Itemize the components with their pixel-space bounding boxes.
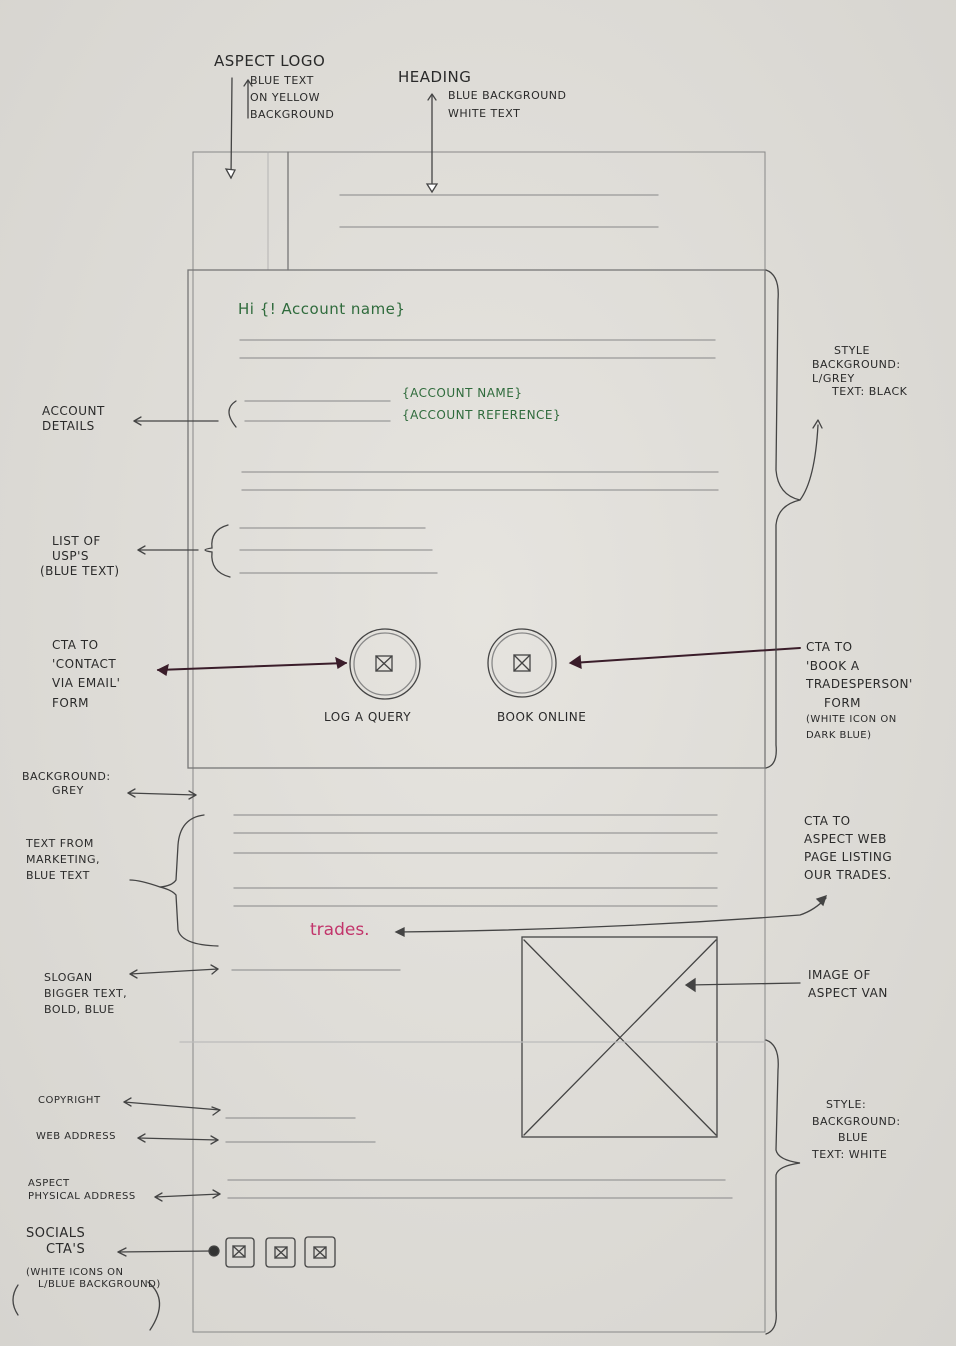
note-van-image: Image ofAspect van xyxy=(808,968,888,1000)
logo-note-line: background xyxy=(250,108,335,121)
note-web-address: Web address xyxy=(36,1131,116,1142)
log-query-label: Log a query xyxy=(324,710,412,724)
book-online-button[interactable] xyxy=(488,629,556,697)
heading-note-line: White text xyxy=(448,107,521,120)
logo-note-line: on yellow xyxy=(250,91,320,104)
footer-brace xyxy=(765,1039,801,1335)
note-body-style: StyleBackground:L/GreyText: Black xyxy=(812,344,908,399)
logo-note-title: Aspect Logo xyxy=(214,52,326,70)
marketing-brace xyxy=(159,814,219,947)
note-usps: List ofUSP's(Blue text) xyxy=(40,534,120,578)
account-bracket xyxy=(228,400,237,428)
note-account-details: AccountDetails xyxy=(42,404,105,433)
note-cta-book: CTA to'Book atradesperson'form (White ic… xyxy=(806,640,913,741)
logo-note-line: Blue text xyxy=(250,74,314,87)
note-copyright: Copyright xyxy=(38,1095,101,1106)
note-slogan: Sloganbigger text,bold, blue xyxy=(44,971,128,1016)
body-section-box xyxy=(187,269,766,769)
heading-note-line: Blue background xyxy=(448,89,567,102)
greeting-text: Hi {! Account name} xyxy=(238,300,406,318)
log-query-circle xyxy=(349,628,421,700)
heading-note-title: Heading xyxy=(398,68,472,86)
book-online-circle xyxy=(487,628,557,698)
van-image-placeholder xyxy=(521,936,718,1138)
note-marketing-text: Text frommarketing,blue text xyxy=(26,837,101,882)
note-footer-style: Style:Background:BlueText: White xyxy=(812,1098,901,1161)
note-cta-contact: CTA to'Contactvia email'form xyxy=(52,638,121,710)
style-brace xyxy=(765,269,801,769)
account-name-field: {Account name} xyxy=(402,386,523,400)
account-reference-field: {Account reference} xyxy=(402,408,562,422)
log-query-button[interactable] xyxy=(350,629,420,699)
social-icon-2 xyxy=(265,1237,296,1268)
email-frame xyxy=(192,151,766,1333)
book-online-label: Book online xyxy=(497,710,587,724)
social-icon-3 xyxy=(304,1236,336,1268)
note-background-grey: Background:Grey xyxy=(22,770,111,797)
usp-bracket xyxy=(204,524,231,578)
trades-link[interactable]: trades. xyxy=(310,920,370,940)
note-cta-trades: CTA toAspect webpage listingour trades. xyxy=(804,814,893,882)
note-physical-address: Aspectphysical address xyxy=(28,1178,136,1202)
note-socials: SocialsCTA's (White icons on L/blue back… xyxy=(26,1226,161,1290)
social-icon-1 xyxy=(225,1237,255,1268)
